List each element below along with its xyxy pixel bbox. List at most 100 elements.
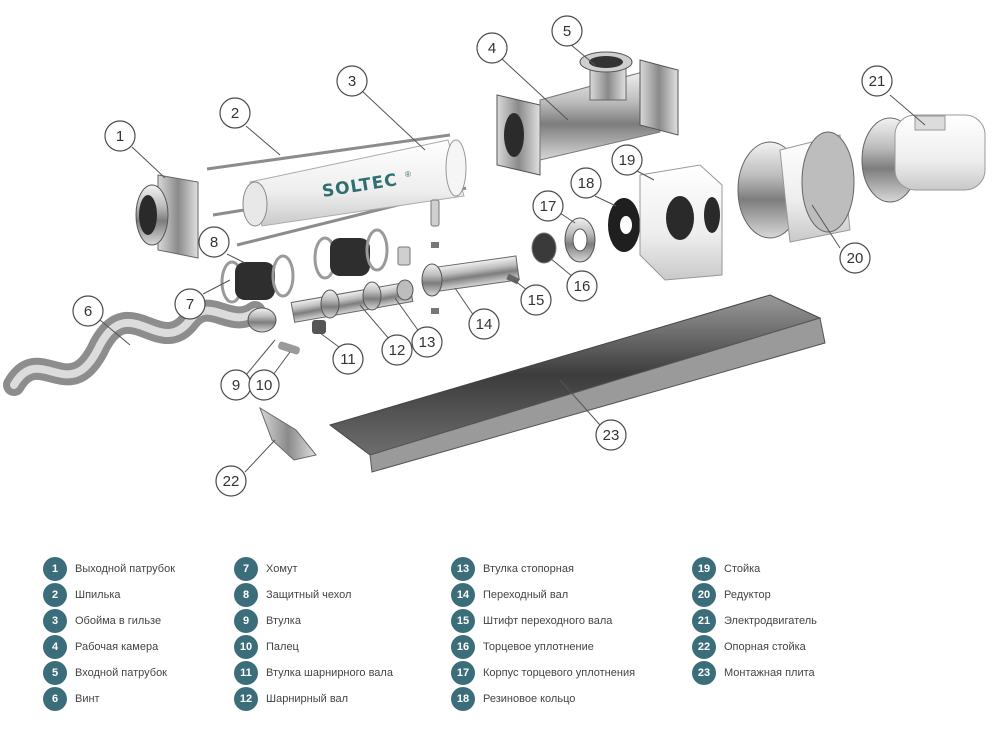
legend-number-badge: 10 (234, 635, 258, 659)
legend-label: Шарнирный вал (266, 693, 349, 705)
svg-text:23: 23 (603, 427, 620, 444)
legend-item: 5 Входной патрубок (43, 660, 175, 686)
callout-20: 20 (839, 242, 871, 274)
legend-number-badge: 4 (43, 635, 67, 659)
callout-8: 8 (198, 226, 230, 258)
svg-text:6: 6 (84, 303, 92, 320)
legend-label: Защитный чехол (266, 589, 352, 601)
svg-text:2: 2 (231, 105, 239, 122)
legend-item: 15 Штифт переходного вала (451, 608, 635, 634)
legend-label: Корпус торцевого уплотнения (483, 667, 636, 679)
legend-label: Втулка (266, 615, 301, 627)
svg-text:4: 4 (488, 40, 496, 57)
svg-text:9: 9 (232, 377, 240, 394)
legend-item: 12 Шарнирный вал (234, 686, 393, 712)
legend-label: Штифт переходного вала (483, 615, 613, 627)
legend-number-badge: 8 (234, 583, 258, 607)
callout-9: 9 (220, 369, 252, 401)
legend-label: Переходный вал (483, 589, 569, 601)
legend-number-badge: 12 (234, 687, 258, 711)
legend-label: Опорная стойка (724, 641, 806, 653)
legend-number-badge: 14 (451, 583, 475, 607)
legend-number-badge: 15 (451, 609, 475, 633)
callout-17: 17 (532, 190, 564, 222)
support-bracket-part (259, 406, 317, 461)
brand-registered-mark: ® (405, 170, 411, 179)
callout-markers: 1 2 3 4 5 6 7 8 9 10 11 12 13 14 15 16 1… (72, 15, 893, 497)
svg-text:12: 12 (389, 342, 406, 359)
legend-label: Монтажная плита (724, 667, 815, 679)
callout-18: 18 (570, 167, 602, 199)
legend-item: 8 Защитный чехол (234, 582, 393, 608)
svg-text:17: 17 (540, 198, 557, 215)
callout-7: 7 (174, 288, 206, 320)
legend-number-badge: 11 (234, 661, 258, 685)
mounting-plate-part (328, 294, 826, 473)
svg-text:14: 14 (476, 316, 493, 333)
legend-label: Хомут (266, 563, 298, 575)
legend-label: Палец (266, 641, 299, 653)
legend-label: Стойка (724, 563, 761, 575)
callout-6: 6 (72, 295, 104, 327)
callout-16: 16 (566, 270, 598, 302)
callout-19: 19 (611, 144, 643, 176)
callout-22: 22 (215, 465, 247, 497)
callout-13: 13 (411, 326, 443, 358)
legend-number-badge: 5 (43, 661, 67, 685)
svg-text:8: 8 (210, 234, 218, 251)
callout-23: 23 (595, 419, 627, 451)
exploded-pump-diagram: SOLTEC ® (3, 15, 986, 497)
legend-label: Электродвигатель (724, 615, 817, 627)
legend-item: 10 Палец (234, 634, 393, 660)
legend-number-badge: 7 (234, 557, 258, 581)
legend-label: Резиновое кольцо (483, 693, 576, 705)
legend-number-badge: 21 (692, 609, 716, 633)
legend-label: Винт (75, 693, 100, 705)
callout-12: 12 (381, 334, 413, 366)
svg-text:16: 16 (574, 278, 591, 295)
electric-motor-part (861, 114, 986, 203)
legend-label: Входной патрубок (75, 667, 167, 679)
svg-text:20: 20 (847, 250, 864, 267)
callout-2: 2 (219, 97, 251, 129)
clamp-and-cover-parts (220, 228, 389, 304)
legend-item: 18 Резиновое кольцо (451, 686, 635, 712)
joint-shaft-parts (278, 199, 440, 355)
svg-text:19: 19 (619, 152, 636, 169)
legend-number-badge: 6 (43, 687, 67, 711)
rotor-screw-part (3, 299, 277, 396)
legend-label: Шпилька (75, 589, 121, 601)
legend-number-badge: 9 (234, 609, 258, 633)
svg-text:22: 22 (223, 473, 240, 490)
callout-14: 14 (468, 308, 500, 340)
legend-label: Редуктор (724, 589, 771, 601)
svg-text:7: 7 (186, 296, 194, 313)
legend-label: Торцевое уплотнение (483, 641, 594, 653)
legend-number-badge: 20 (692, 583, 716, 607)
svg-text:21: 21 (869, 73, 886, 90)
stator-sleeve-part: SOLTEC ® (242, 139, 467, 227)
svg-text:10: 10 (256, 377, 273, 394)
svg-text:15: 15 (528, 292, 545, 309)
gearbox-part (737, 131, 855, 243)
callout-15: 15 (520, 284, 552, 316)
svg-text:11: 11 (340, 351, 356, 368)
svg-text:3: 3 (348, 73, 356, 90)
legend-item: 20 Редуктор (692, 582, 817, 608)
svg-text:5: 5 (563, 23, 571, 40)
legend-number-badge: 23 (692, 661, 716, 685)
legend-number-badge: 18 (451, 687, 475, 711)
legend-label: Рабочая камера (75, 641, 159, 653)
